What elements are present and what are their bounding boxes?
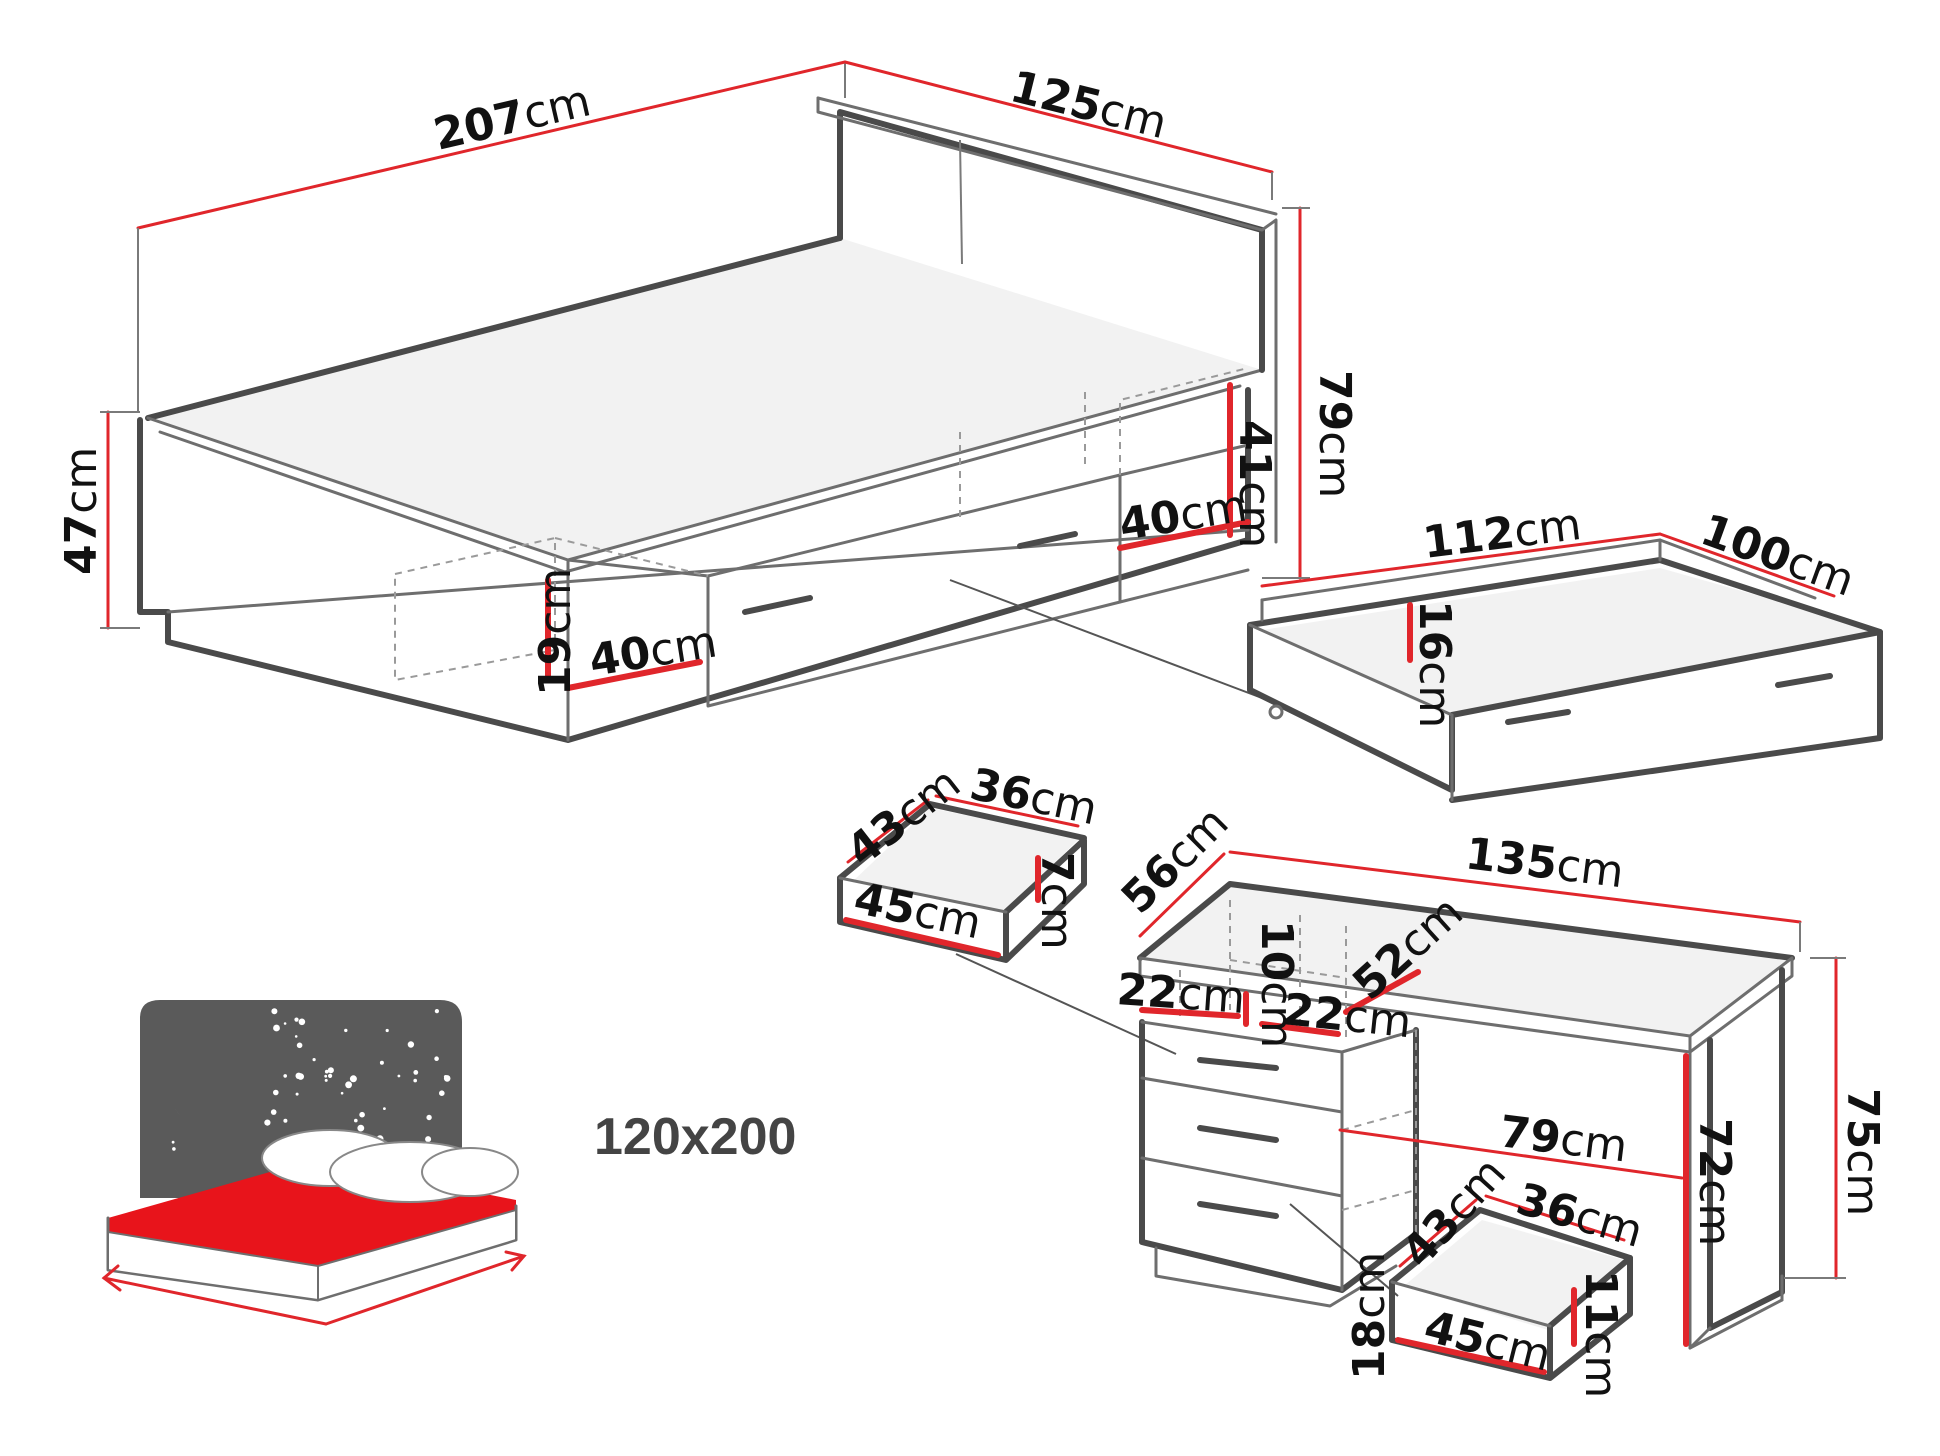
desk-length-label: 135cm	[1463, 828, 1627, 898]
star-dot	[345, 1081, 352, 1089]
star-dot	[273, 1024, 280, 1032]
star-dot	[379, 1060, 384, 1065]
headboard-height-label: 79cm	[1309, 370, 1360, 498]
compartment-height-label: 19cm	[530, 568, 581, 696]
small-drawer-bottom-dimension-lines	[1395, 1194, 1626, 1375]
small-drawer-top-dimension-lines	[843, 794, 1080, 958]
star-dot	[283, 1074, 288, 1078]
desk-shelf-right-label: 22cm	[1281, 984, 1414, 1048]
star-dot	[385, 1028, 389, 1033]
star-dot	[426, 1114, 432, 1121]
star-dot	[171, 1140, 175, 1144]
star-dot	[324, 1069, 329, 1074]
star-dot	[172, 1147, 176, 1151]
star-dot	[270, 1109, 277, 1115]
star-dot	[294, 1035, 298, 1038]
star-dot	[271, 1008, 278, 1015]
stars-pattern	[171, 1008, 451, 1162]
desk-shelf-left-label: 22cm	[1115, 964, 1247, 1024]
bed-drawing	[137, 96, 1278, 743]
star-dot	[434, 1009, 439, 1014]
small-drawer-bottom-drawing	[1389, 1207, 1633, 1381]
bed-drawer-height-label: 16cm	[1409, 600, 1460, 728]
bed-length-label: 207cm	[429, 75, 595, 160]
star-dot	[425, 1136, 432, 1143]
star-dot	[344, 1028, 348, 1033]
star-dot	[327, 1067, 334, 1074]
star-dot	[349, 1075, 357, 1083]
bed-drawer-drawing	[1247, 538, 1883, 803]
star-dot	[434, 1056, 439, 1061]
small-drawer-top-height-label: 7cm	[1031, 852, 1082, 950]
bed-dimension-lines	[100, 60, 1310, 691]
mattress-bed-icon	[101, 1000, 527, 1326]
star-dot	[283, 1022, 287, 1025]
star-dot	[340, 1091, 344, 1095]
compartment-depth-right-label: 40cm	[1116, 480, 1251, 550]
star-dot	[397, 1074, 401, 1078]
desk-drawing	[1137, 881, 1795, 1350]
desk-height-label: 75cm	[1837, 1088, 1888, 1216]
inner-height-label: 41cm	[1229, 420, 1280, 548]
star-dot	[413, 1070, 419, 1075]
bed-height-label: 47cm	[56, 447, 107, 575]
star-dot	[295, 1092, 299, 1096]
small-drawer-top-width-label: 36cm	[966, 759, 1102, 836]
bed-width-label: 125cm	[1005, 61, 1172, 149]
star-dot	[324, 1078, 328, 1082]
desk-dimension-lines	[1138, 850, 1846, 1347]
star-dot	[328, 1073, 333, 1078]
compartment-depth-left-label: 40cm	[586, 616, 721, 686]
star-dot	[312, 1058, 316, 1062]
star-dot	[283, 1118, 288, 1123]
small-drawer-top-front-label: 45cm	[850, 873, 986, 950]
star-dot	[357, 1124, 365, 1132]
small-drawer-top-drawing	[837, 801, 1087, 963]
star-dot	[296, 1042, 303, 1049]
star-dot	[407, 1041, 415, 1048]
small-drawer-bottom-height-label: 11cm	[1575, 1270, 1626, 1398]
bed-drawer-dimension-lines	[1260, 532, 1836, 663]
star-dot	[273, 1089, 279, 1096]
star-dot	[324, 1074, 328, 1078]
star-dot	[354, 1118, 358, 1123]
star-dot	[294, 1017, 299, 1022]
bed-drawer-length-label: 112cm	[1420, 499, 1584, 569]
star-dot	[264, 1119, 271, 1126]
star-dot	[443, 1075, 451, 1082]
star-dot	[297, 1073, 305, 1080]
star-dot	[298, 1018, 306, 1026]
star-dot	[413, 1078, 418, 1083]
small-drawer-bottom-front-height-label: 18cm	[1344, 1252, 1395, 1380]
star-dot	[383, 1107, 386, 1110]
star-dot	[359, 1111, 365, 1118]
desk-shelf-height-label: 10cm	[1251, 920, 1302, 1048]
star-dot	[439, 1090, 445, 1096]
desk-leg-room-width-label: 79cm	[1497, 1106, 1631, 1172]
desk-leg-room-height-label: 72cm	[1689, 1118, 1740, 1246]
mattress-size-label: 120x200	[594, 1108, 796, 1166]
